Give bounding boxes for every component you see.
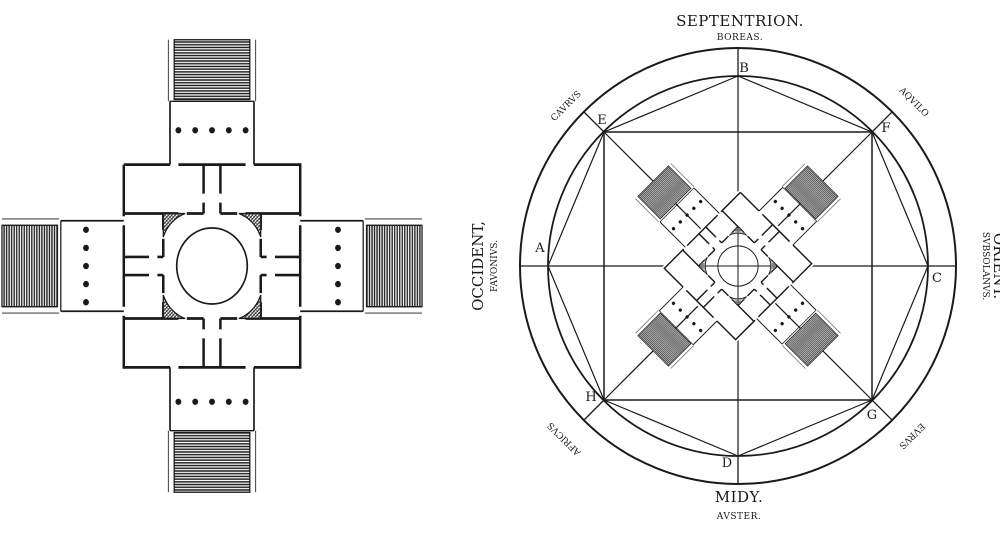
north-label: SEPTENTRION. <box>676 12 804 30</box>
point-label-h: H <box>585 390 596 405</box>
point-label-d: D <box>722 456 732 471</box>
point-label-e: E <box>597 113 607 128</box>
south-wind-label: AVSTER. <box>716 512 761 522</box>
northeast-wind-label: AQVILO <box>896 85 930 119</box>
southeast-wind-label: EVRVS <box>896 420 926 450</box>
point-label-c: C <box>932 271 942 286</box>
southwest-wind-label: AFRICVS <box>546 420 584 458</box>
compass-diagram: B D A C E F G H SEPTENTRION. BOREAS. MID… <box>469 12 1000 522</box>
point-label-g: G <box>867 408 877 423</box>
point-label-b: B <box>739 61 749 76</box>
point-label-f: F <box>881 121 890 136</box>
west-label: OCCIDENT, <box>469 221 487 311</box>
point-label-a: A <box>534 241 545 256</box>
west-wind-label: FAVONIVS. <box>490 240 500 292</box>
east-label: ORIENT. <box>990 233 1000 299</box>
villa-floor-plan <box>0 38 424 494</box>
south-label: MIDY. <box>715 488 764 506</box>
east-wind-label: SVBSOLANVS. <box>980 232 990 301</box>
north-wind-label: BOREAS. <box>717 33 763 43</box>
